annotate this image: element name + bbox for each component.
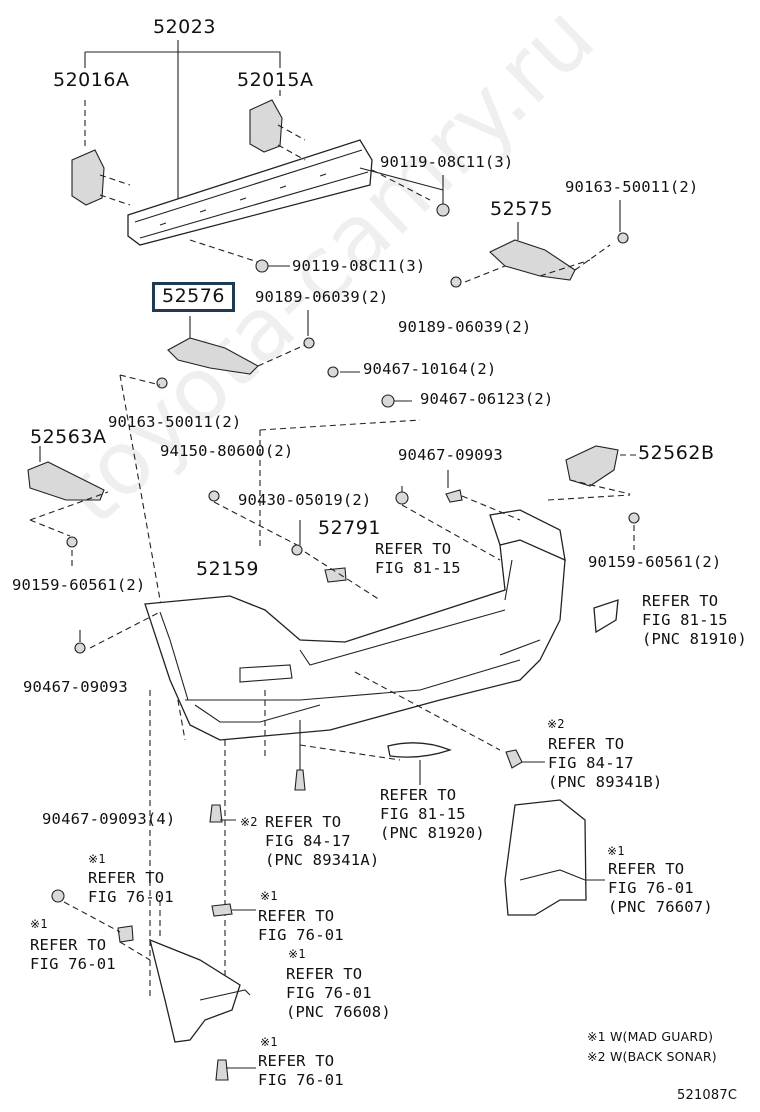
label-90467-09093-left: 90467-09093 <box>23 678 128 696</box>
mark-sonar-89341a: ※2 <box>240 815 258 829</box>
clips-and-wiring <box>74 419 521 1010</box>
sonar-sensors <box>209 720 545 823</box>
reinforcement-52023 <box>127 139 373 246</box>
mark-mudguard-a: ※1 <box>88 852 106 866</box>
diagram-code: 521087C <box>677 1088 738 1103</box>
bracket-52562b <box>547 445 640 550</box>
label-90467-09093-bottom: 90467-09093(4) <box>42 810 176 828</box>
label-52563a: 52563A <box>30 426 107 448</box>
bracket-52575 <box>450 200 629 288</box>
label-90119-upper: 90119-08C11(3) <box>380 153 514 171</box>
legend-mud-guard: ※1 W(MAD GUARD) <box>587 1029 714 1044</box>
leader-52023 <box>84 40 281 200</box>
refer-fig-76-01-c: REFER TO FIG 76-01 <box>30 936 116 973</box>
refer-pnc-89341a: REFER TO FIG 84-17 (PNC 89341A) <box>265 813 380 869</box>
label-52576-highlight: 52576 <box>152 282 235 312</box>
refer-fig-76-01-b: REFER TO FIG 76-01 <box>258 907 344 944</box>
label-90189-right: 90189-06039(2) <box>398 318 532 336</box>
bumper-cover-52159 <box>144 509 619 741</box>
label-90467-10164: 90467-10164(2) <box>363 360 497 378</box>
refer-pnc-81920: REFER TO FIG 81-15 (PNC 81920) <box>380 786 485 842</box>
mark-sonar-89341b: ※2 <box>547 717 565 731</box>
mud-guard-fasteners <box>51 889 256 1081</box>
refer-fig-81-15: REFER TO FIG 81-15 <box>375 540 461 577</box>
label-52159: 52159 <box>196 558 259 580</box>
refer-fig-76-01-a: REFER TO FIG 76-01 <box>88 869 174 906</box>
legend-back-sonar: ※2 W(BACK SONAR) <box>587 1049 717 1064</box>
label-90163-right: 90163-50011(2) <box>565 178 699 196</box>
label-52791: 52791 <box>318 517 381 539</box>
bracket-52015a <box>249 90 306 161</box>
bracket-52576 <box>119 310 412 741</box>
mark-mudguard-b: ※1 <box>260 889 278 903</box>
label-90163-left: 90163-50011(2) <box>108 413 242 431</box>
mud-guard-left <box>149 938 251 1043</box>
mark-mudguard-76608: ※1 <box>288 947 306 961</box>
label-90189-left: 90189-06039(2) <box>255 288 389 306</box>
bolt-90119-upper <box>359 167 450 217</box>
bracket-52016a <box>71 100 131 206</box>
refer-fig-76-01-d: REFER TO FIG 76-01 <box>258 1052 344 1089</box>
label-90467-06123: 90467-06123(2) <box>420 390 554 408</box>
mark-mudguard-c: ※1 <box>30 917 48 931</box>
refer-pnc-76607: REFER TO FIG 76-01 (PNC 76607) <box>608 860 713 916</box>
label-52023: 52023 <box>153 16 216 38</box>
label-94150: 94150-80600(2) <box>160 442 294 460</box>
bracket-52563a <box>27 446 109 570</box>
label-90159-right: 90159-60561(2) <box>588 553 722 571</box>
label-52575: 52575 <box>490 198 553 220</box>
label-90159-left: 90159-60561(2) <box>12 576 146 594</box>
label-52016a: 52016A <box>53 69 130 91</box>
reflector <box>387 742 452 785</box>
refer-pnc-81910: REFER TO FIG 81-15 (PNC 81910) <box>642 592 747 648</box>
mark-mudguard-76607: ※1 <box>607 844 625 858</box>
label-90467-09093-top: 90467-09093 <box>398 446 503 464</box>
mark-mudguard-d: ※1 <box>260 1035 278 1049</box>
refer-pnc-76608: REFER TO FIG 76-01 (PNC 76608) <box>286 965 391 1021</box>
label-52015a: 52015A <box>237 69 314 91</box>
label-52562b: 52562B <box>638 442 715 464</box>
refer-pnc-89341b: REFER TO FIG 84-17 (PNC 89341B) <box>548 735 663 791</box>
bolt-90119-lower <box>189 239 290 273</box>
label-90119-lower: 90119-08C11(3) <box>292 257 426 275</box>
label-90430: 90430-05019(2) <box>238 491 372 509</box>
mud-guard-right <box>504 799 605 916</box>
